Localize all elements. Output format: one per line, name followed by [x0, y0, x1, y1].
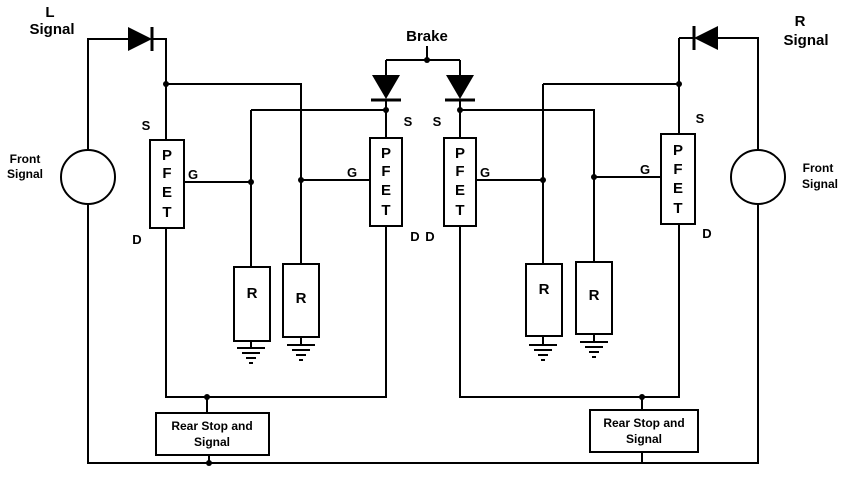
pfet-3-body [443, 137, 477, 227]
wires [87, 37, 759, 464]
right-rear-box-label-line2: Signal [626, 432, 662, 446]
pfet-1-label: P F E T [162, 147, 172, 221]
resistor-4 [575, 261, 613, 335]
svg-text:F: F [673, 161, 682, 178]
svg-text:E: E [673, 180, 683, 197]
svg-text:T: T [381, 202, 390, 219]
brake-label: Brake [406, 28, 448, 45]
left-signal-diode [128, 27, 154, 51]
left-front-signal-lamp [60, 149, 116, 205]
left-brake-diode [371, 75, 401, 102]
pfet-3-drain-label: D [425, 229, 434, 244]
left-rear-box-label-line2: Signal [194, 435, 230, 449]
svg-text:P: P [162, 147, 172, 164]
junction-dots [163, 57, 682, 466]
svg-text:P: P [673, 142, 683, 159]
pfet-1-gate-label: G [188, 167, 198, 182]
svg-text:E: E [381, 182, 391, 199]
left-front-signal-label-line2: Signal [7, 167, 43, 181]
right-signal-label-line2: Signal [783, 32, 828, 49]
left-front-signal-label-line1: Front [10, 152, 41, 166]
ground-icon [529, 344, 557, 361]
pfet-4-body [660, 133, 696, 225]
resistor-1-label: R [247, 285, 258, 302]
pfet-2-body [369, 137, 403, 227]
svg-text:P: P [381, 145, 391, 162]
pfet-4-drain-label: D [702, 226, 711, 241]
pfet-1-body [149, 139, 185, 229]
right-signal-label-line1: R [795, 13, 806, 30]
pfet-2-source-label: S [404, 114, 413, 129]
pfet-2-gate-label: G [347, 165, 357, 180]
svg-text:T: T [673, 200, 682, 217]
left-rear-stop-signal-box [155, 412, 270, 456]
svg-text:T: T [455, 202, 464, 219]
pfet-4-label: P F E T [673, 142, 683, 217]
svg-text:T: T [162, 204, 171, 221]
pfet-1-source-label: S [142, 118, 151, 133]
svg-text:E: E [162, 184, 172, 201]
pfet-4-source-label: S [696, 111, 705, 126]
pfet-3-source-label: S [433, 114, 442, 129]
pfet-3-gate-label: G [480, 165, 490, 180]
left-signal-label-line1: L [45, 4, 54, 21]
ground-icon [287, 344, 315, 361]
pfet-2-drain-label: D [410, 229, 419, 244]
resistor-3-label: R [539, 281, 550, 298]
pfet-2-label: P F E T [381, 145, 391, 219]
left-signal-label-line2: Signal [29, 21, 74, 38]
ground-icon [237, 347, 265, 364]
resistor-4-label: R [589, 287, 600, 304]
pfet-4-gate-label: G [640, 162, 650, 177]
pfet-3-label: P F E T [455, 145, 465, 219]
svg-text:E: E [455, 182, 465, 199]
right-front-signal-lamp [730, 149, 786, 205]
svg-text:F: F [381, 163, 390, 180]
right-front-signal-label-line1: Front [803, 161, 834, 175]
svg-text:F: F [455, 163, 464, 180]
right-rear-stop-signal-box [589, 409, 699, 453]
resistor-3 [525, 263, 563, 337]
svg-text:P: P [455, 145, 465, 162]
right-front-signal-label-line2: Signal [802, 177, 838, 191]
right-brake-diode [445, 75, 475, 102]
right-rear-box-label-line1: Rear Stop and [603, 416, 684, 430]
left-rear-box-label-line1: Rear Stop and [171, 419, 252, 433]
pfet-1-drain-label: D [132, 232, 141, 247]
svg-text:F: F [162, 165, 171, 182]
resistor-2-label: R [296, 290, 307, 307]
resistor-2 [282, 263, 320, 338]
ground-icon [580, 341, 608, 358]
right-signal-diode [692, 26, 718, 50]
resistor-1 [233, 266, 271, 342]
